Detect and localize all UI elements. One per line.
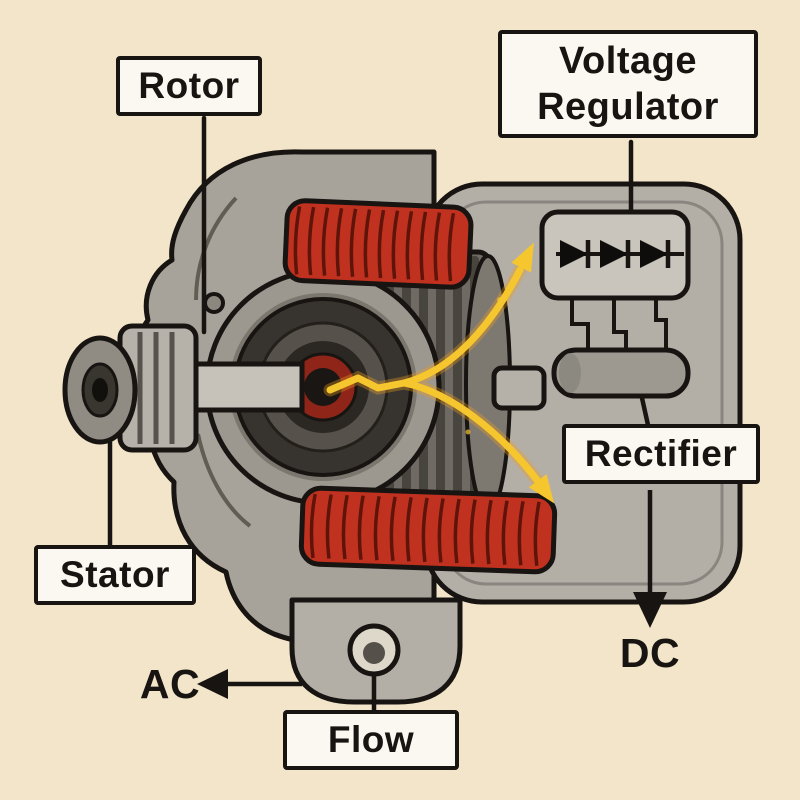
ac-label: AC [139,661,201,707]
voltage-regulator-label: Voltage Regulator [537,39,719,128]
energy-flow-arrows [323,242,555,504]
rotor-label: Rotor [138,65,240,107]
flow-arrowhead-up-icon [511,242,534,273]
diode-wire [612,298,628,352]
regulator-diodes [539,209,691,352]
diode-icon [600,240,628,268]
diode-icon [560,240,588,268]
leader-lines [107,115,651,713]
diode-wire [654,298,668,352]
shaft [185,361,305,413]
rectifier-leader-line [639,395,651,428]
diode-wire [570,298,590,352]
housing-bolt-hole-icon [203,292,225,314]
rotor-label-box: Rotor [116,56,262,116]
stator-coil-top [282,198,474,290]
rotor-bore [204,268,442,506]
ac-arrow-icon [197,669,302,699]
stator-coil-bottom [298,485,558,575]
rectifier-cylinder [551,347,691,399]
dc-arrow-icon [633,490,667,628]
dc-label: DC [619,630,681,676]
voltage-regulator-label-box: Voltage Regulator [498,30,758,138]
shaft-pulley [62,323,305,453]
stator-label-box: Stator [34,545,196,605]
flow-label: Flow [327,719,415,761]
flow-label-box: Flow [283,710,459,770]
diode-icon [640,240,668,268]
rectifier-label: Rectifier [584,433,738,475]
flow-arrowhead-down-icon [528,474,555,504]
rear-shaft-stub [491,365,547,411]
stator-label: Stator [60,554,170,596]
rectifier-label-box: Rectifier [562,424,760,484]
